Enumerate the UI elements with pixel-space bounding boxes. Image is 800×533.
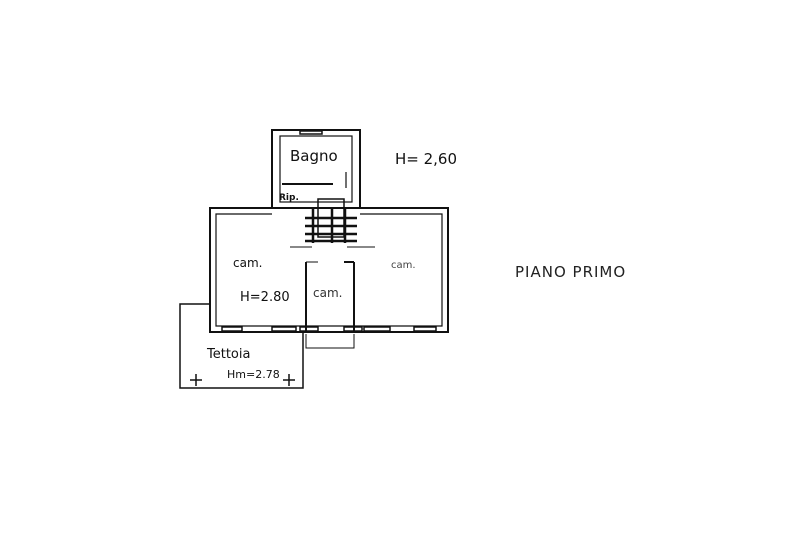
room-label-camera-left: cam. <box>233 256 263 270</box>
room-label-camera-right: cam. <box>391 260 416 271</box>
room-label-bagno: Bagno <box>290 147 338 165</box>
windows <box>221 130 437 332</box>
room-label-tettoia: Tettoia <box>207 347 251 362</box>
main-inner-wall <box>215 213 443 327</box>
room-label-ripostiglio: Rip. <box>279 193 299 203</box>
floor-title: PIANO PRIMO <box>515 263 627 281</box>
entry-outline <box>305 334 355 349</box>
main-outer-wall <box>209 207 449 333</box>
tettoia-outline <box>179 303 304 389</box>
height-label-upper: H= 2,60 <box>395 150 458 168</box>
staircase <box>305 198 357 243</box>
column-markers <box>190 374 295 386</box>
height-label-tettoia: Hm=2.78 <box>227 368 280 381</box>
bagno-outer-wall <box>271 129 361 209</box>
bagno-inner-wall <box>279 135 353 203</box>
room-label-camera-center: cam. <box>313 286 343 300</box>
height-label-main: H=2.80 <box>240 290 290 305</box>
